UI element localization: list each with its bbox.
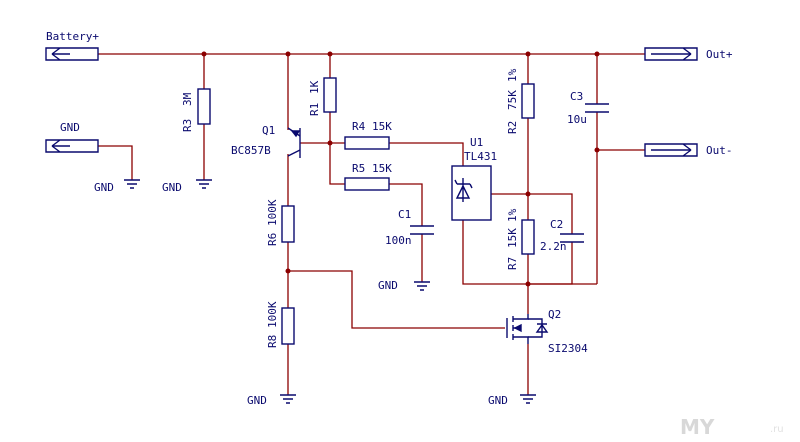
q1-value: BC857B [231,144,271,157]
gnd-label-input: GND [94,181,114,194]
r5-ref: R5 [352,162,365,175]
q2-ref: Q2 [548,308,561,321]
r4-value: 15K [372,120,392,133]
gnd-label-r3: GND [162,181,182,194]
c3-value: 10u [567,113,587,126]
r2-value: 75K [506,90,519,110]
r5-value: 15K [372,162,392,175]
resistor-r5: R5 15K [344,162,392,191]
capacitor-c1: C1 100n [385,208,434,247]
c3-ref: C3 [570,90,583,103]
ground-symbol-r8: GND [247,394,296,407]
r2-ref: R2 [506,121,519,134]
resistor-r6: R6 100K [266,199,295,246]
q1-ref: Q1 [262,124,275,137]
r6-value: 100K [266,199,279,226]
r2-tolerance: 1% [506,68,519,82]
port-out-plus: Out+ [644,47,733,61]
r3-ref: R3 [181,119,194,132]
watermark-suffix: .ru [770,424,784,435]
mosfet-q2: Q2 SI2304 [506,308,588,355]
gnd-label-r8: GND [247,394,267,407]
resistor-r3: R3 3M [181,88,211,132]
q2-value: SI2304 [548,342,588,355]
resistor-r8: R8 100K [266,301,295,348]
port-gnd-in: GND [45,121,99,153]
ground-symbol-c1: GND [378,279,430,292]
wires [98,53,645,395]
r1-value: 1K [308,80,321,94]
watermark-text: MY [680,415,715,439]
resistor-r1: R1 1K [308,77,337,116]
r7-tolerance: 1% [506,208,519,222]
port-gnd-in-label: GND [60,121,80,134]
ground-symbol-q2: GND [488,394,536,407]
r7-value: 15K [506,228,519,248]
r7-ref: R7 [506,257,519,270]
c2-value: 2.2n [540,240,567,253]
u1-ref: U1 [470,136,483,149]
capacitor-c3: C3 10u [567,90,609,126]
port-battery-plus-label: Battery+ [46,30,99,43]
capacitor-c2: C2 2.2n [540,218,584,253]
junction-dots [201,51,600,287]
watermark-logo: MY .ru [680,415,784,439]
regulator-u1: U1 TL431 [451,136,497,221]
r8-ref: R8 [266,335,279,348]
r8-value: 100K [266,301,279,328]
r4-ref: R4 [352,120,366,133]
transistor-q1: Q1 BC857B [231,124,301,158]
r3-value: 3M [181,92,194,106]
port-out-minus: Out- [644,143,733,157]
gnd-label-q2: GND [488,394,508,407]
resistor-r2: R2 75K 1% [506,68,535,134]
ground-symbol-input: GND [94,179,140,194]
r6-ref: R6 [266,233,279,246]
c2-ref: C2 [550,218,563,231]
port-out-plus-label: Out+ [706,48,733,61]
port-battery-plus: Battery+ [45,30,99,61]
resistor-r7: R7 15K 1% [506,208,535,270]
u1-value: TL431 [464,150,497,163]
c1-ref: C1 [398,208,411,221]
gnd-label-c1: GND [378,279,398,292]
ground-symbol-r3: GND [162,179,212,194]
port-out-minus-label: Out- [706,144,733,157]
r1-ref: R1 [308,103,321,116]
c1-value: 100n [385,234,412,247]
resistor-r4: R4 15K [344,120,392,150]
